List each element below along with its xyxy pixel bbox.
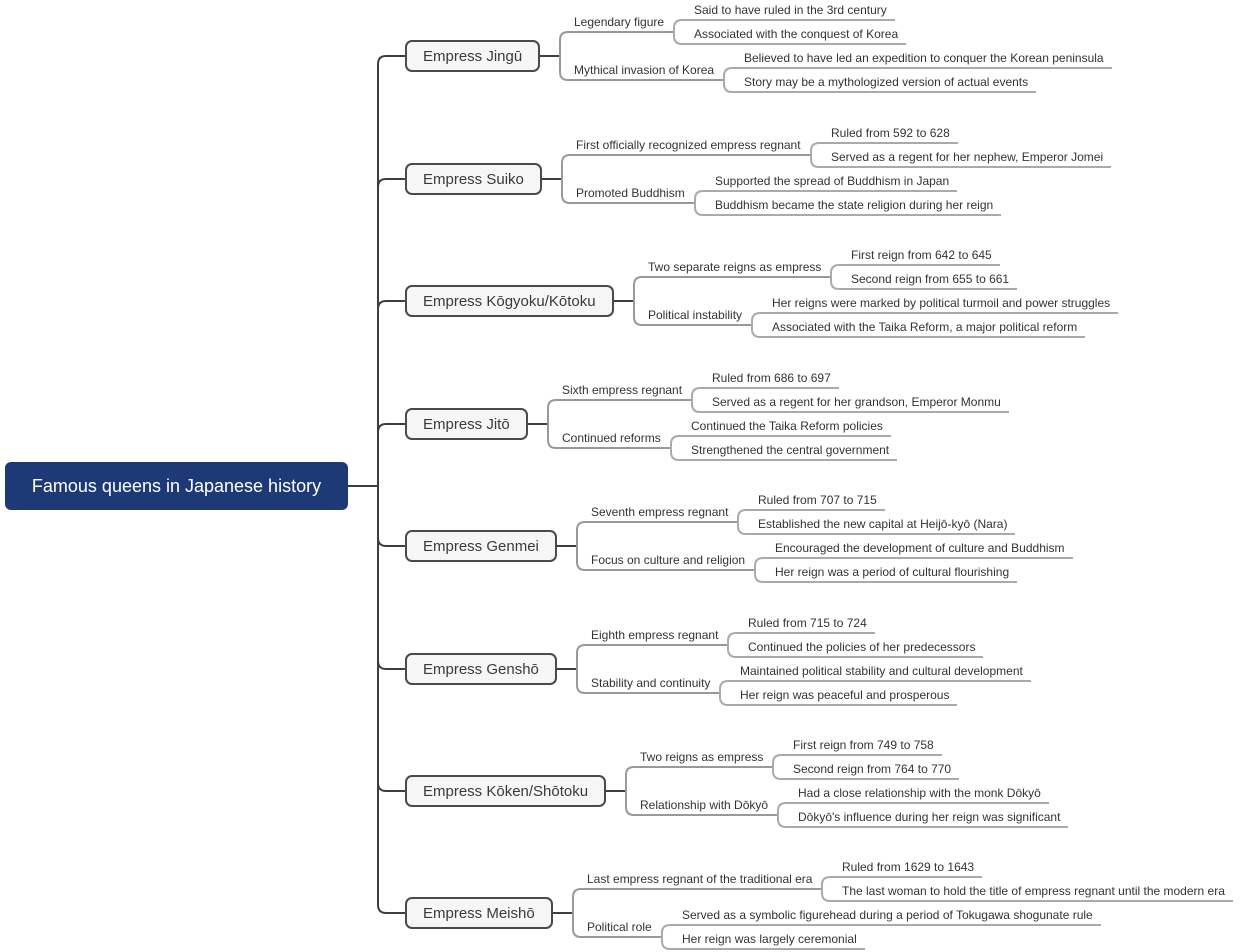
leaf-node[interactable]: Supported the spread of Buddhism in Japa… bbox=[715, 174, 950, 188]
subtopic-node[interactable]: First officially recognized empress regn… bbox=[576, 138, 801, 152]
subtopic-node[interactable]: Eighth empress regnant bbox=[591, 628, 719, 642]
subtopic-node[interactable]: Focus on culture and religion bbox=[591, 553, 746, 567]
leaf-node[interactable]: First reign from 642 to 645 bbox=[851, 248, 992, 262]
subtopic-node[interactable]: Last empress regnant of the traditional … bbox=[587, 872, 813, 886]
leaf-node[interactable]: Ruled from 686 to 697 bbox=[712, 371, 831, 385]
leaf-node[interactable]: Said to have ruled in the 3rd century bbox=[694, 3, 887, 17]
leaf-node[interactable]: Served as a regent for her grandson, Emp… bbox=[712, 395, 1001, 409]
leaf-node[interactable]: The last woman to hold the title of empr… bbox=[842, 884, 1225, 898]
branch-node[interactable]: Empress Suiko bbox=[405, 163, 542, 195]
subtopic-node[interactable]: Relationship with Dōkyō bbox=[640, 798, 769, 812]
subtopic-node[interactable]: Seventh empress regnant bbox=[591, 505, 729, 519]
subtopic-node[interactable]: Two separate reigns as empress bbox=[648, 260, 822, 274]
leaf-node[interactable]: Served as a symbolic figurehead during a… bbox=[682, 908, 1093, 922]
subtopic-node[interactable]: Continued reforms bbox=[562, 431, 661, 445]
subtopic-node[interactable]: Political instability bbox=[648, 308, 743, 322]
subtopic-node[interactable]: Two reigns as empress bbox=[640, 750, 764, 764]
connector-path bbox=[348, 55, 634, 914]
leaf-node[interactable]: Second reign from 764 to 770 bbox=[793, 762, 952, 776]
subtopic-node[interactable]: Political role bbox=[587, 920, 652, 934]
subtopic-node[interactable]: Promoted Buddhism bbox=[576, 186, 685, 200]
connector-path bbox=[661, 19, 1233, 950]
leaf-node[interactable]: Continued the Taika Reform policies bbox=[691, 419, 883, 433]
leaf-node[interactable]: Her reign was peaceful and prosperous bbox=[740, 688, 950, 702]
leaf-node[interactable]: Had a close relationship with the monk D… bbox=[798, 786, 1041, 800]
root-node[interactable]: Famous queens in Japanese history bbox=[5, 462, 348, 510]
branch-node[interactable]: Empress Jitō bbox=[405, 408, 528, 440]
leaf-node[interactable]: Continued the policies of her predecesso… bbox=[748, 640, 976, 654]
leaf-node[interactable]: First reign from 749 to 758 bbox=[793, 738, 934, 752]
branch-node[interactable]: Empress Genshō bbox=[405, 653, 557, 685]
leaf-node[interactable]: Her reign was largely ceremonial bbox=[682, 932, 857, 946]
leaf-node[interactable]: Ruled from 715 to 724 bbox=[748, 616, 867, 630]
leaf-node[interactable]: Maintained political stability and cultu… bbox=[740, 664, 1023, 678]
subtopic-node[interactable]: Legendary figure bbox=[574, 15, 665, 29]
branch-node[interactable]: Empress Kōgyoku/Kōtoku bbox=[405, 285, 614, 317]
leaf-node[interactable]: Buddhism became the state religion durin… bbox=[715, 198, 994, 212]
leaf-node[interactable]: Encouraged the development of culture an… bbox=[775, 541, 1065, 555]
leaf-node[interactable]: Ruled from 1629 to 1643 bbox=[842, 860, 975, 874]
leaf-node[interactable]: Associated with the conquest of Korea bbox=[694, 27, 899, 41]
leaf-node[interactable]: Associated with the Taika Reform, a majo… bbox=[772, 320, 1078, 334]
subtopic-node[interactable]: Mythical invasion of Korea bbox=[574, 63, 715, 77]
leaf-node[interactable]: Story may be a mythologized version of a… bbox=[744, 75, 1029, 89]
leaf-node[interactable]: Believed to have led an expedition to co… bbox=[744, 51, 1104, 65]
leaf-node[interactable]: Strengthened the central government bbox=[691, 443, 890, 457]
leaf-node[interactable]: Established the new capital at Heijō-kyō… bbox=[758, 517, 1008, 531]
subtopic-node[interactable]: Stability and continuity bbox=[591, 676, 711, 690]
subtopic-node[interactable]: Sixth empress regnant bbox=[562, 383, 683, 397]
branch-node[interactable]: Empress Meishō bbox=[405, 897, 553, 929]
leaf-node[interactable]: Dōkyō's influence during her reign was s… bbox=[798, 810, 1061, 824]
branch-node[interactable]: Empress Kōken/Shōtoku bbox=[405, 775, 607, 807]
leaf-node[interactable]: Her reign was a period of cultural flour… bbox=[775, 565, 1010, 579]
leaf-node[interactable]: Served as a regent for her nephew, Emper… bbox=[831, 150, 1104, 164]
leaf-node[interactable]: Her reigns were marked by political turm… bbox=[772, 296, 1111, 310]
connector-path bbox=[547, 31, 831, 938]
branch-node[interactable]: Empress Jingū bbox=[405, 40, 541, 72]
leaf-node[interactable]: Ruled from 707 to 715 bbox=[758, 493, 877, 507]
leaf-node[interactable]: Ruled from 592 to 628 bbox=[831, 126, 950, 140]
leaf-node[interactable]: Second reign from 655 to 661 bbox=[851, 272, 1010, 286]
branch-node[interactable]: Empress Genmei bbox=[405, 530, 557, 562]
